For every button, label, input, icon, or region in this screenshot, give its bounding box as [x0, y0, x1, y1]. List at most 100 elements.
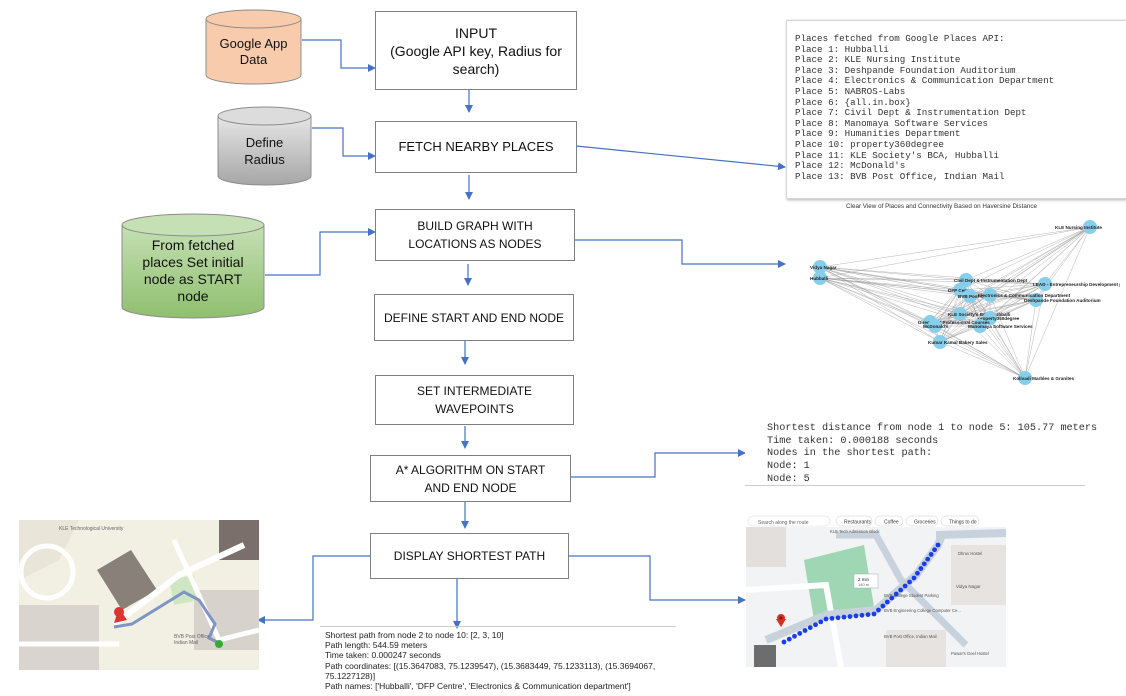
- graph-edge: [819, 277, 931, 323]
- graph-edge: [819, 277, 936, 327]
- graph-node-label: KLE Society's BCA, Hubballi: [948, 312, 1010, 317]
- graph-node-label: BVB Post Office: [958, 294, 994, 299]
- graph-edge: [965, 226, 1091, 281]
- graph-edge: [819, 226, 1091, 279]
- map-label-vidya-nagar: Vidya Nagar: [956, 584, 981, 589]
- route-dot: [781, 639, 787, 645]
- graph-node-label: McDonald's: [923, 324, 949, 329]
- route-dot: [884, 599, 890, 605]
- route-dot: [911, 575, 917, 581]
- build-line-1: BUILD GRAPH WITH: [417, 219, 533, 233]
- right-map-chip-coffee[interactable]: Coffee: [884, 520, 899, 526]
- place-line: Place 2: KLE Nursing Institute: [795, 54, 961, 66]
- route-dot: [797, 630, 803, 636]
- right-map-chip-things[interactable]: Things to do: [949, 520, 977, 526]
- graph-edge: [1044, 226, 1091, 285]
- graph-edge: [929, 289, 961, 323]
- google-app-data-label-1: Google App: [219, 36, 288, 51]
- graph-edge: [1024, 299, 1037, 379]
- arrow-radius-to-fetch: [312, 127, 376, 160]
- arrow-display-to-leftmap: [257, 555, 370, 624]
- right-map-chip-groceries[interactable]: Groceries: [914, 520, 936, 526]
- graph-node-label: Vidya Nagar: [810, 265, 837, 270]
- cylinder-shape: [217, 106, 312, 186]
- route-dot: [859, 612, 865, 618]
- waypoints-line-2: WAVEPOINTS: [435, 402, 514, 416]
- astar-line-2: AND END NODE: [424, 480, 517, 495]
- path-line: Time taken: 0.000247 seconds: [325, 650, 441, 661]
- route-distance: 140 m: [858, 582, 870, 587]
- shortest-line: Shortest distance from node 1 to node 5:…: [767, 423, 1098, 434]
- left-map-label-post-office: BVB Post Office: [174, 634, 210, 640]
- graph-edge: [959, 289, 1026, 379]
- graph-node-label: Deshpande Foundation Auditorium: [1024, 298, 1101, 303]
- define-radius-label-2: Radius: [244, 152, 285, 167]
- place-line: Place 13: BVB Post Office, Indian Mail: [795, 170, 1005, 182]
- graph-edge: [989, 299, 1037, 319]
- arrow-build-to-graph: [574, 239, 786, 268]
- place-line: Place 5: NABROS-Labs: [795, 85, 906, 97]
- graph-edge: [959, 313, 1026, 379]
- route-dot: [841, 614, 847, 620]
- route-dot: [786, 636, 792, 642]
- origin-dot-icon: [779, 616, 783, 620]
- graph-edge: [939, 226, 1091, 343]
- graph-node-label: LEAD - Entrepreneurship Development pro: [1033, 282, 1120, 287]
- graph-node: [813, 260, 827, 274]
- place-line: Place 6: {all.in.box}: [795, 96, 911, 108]
- input-box: INPUT (Google API key, Radius for search…: [375, 11, 577, 90]
- route-dot: [902, 583, 908, 589]
- graph-edge: [819, 266, 967, 281]
- arrow-fetched-to-build: [265, 228, 376, 276]
- graph-node: [928, 319, 942, 333]
- google-app-data-cylinder: Google App Data: [205, 9, 302, 85]
- graph-edge: [934, 295, 971, 327]
- route-time: 2 min: [858, 577, 870, 582]
- right-map: Search along the route Restaurants Coffe…: [746, 515, 1006, 667]
- route-dot: [807, 625, 813, 631]
- define-radius-label-1: Define: [245, 135, 284, 150]
- place-line: Place 9: Humanities Department: [795, 128, 961, 140]
- graph-node-label: property360degree: [978, 316, 1020, 321]
- shortest-distance-panel: Shortest distance from node 1 to node 5:…: [745, 420, 1098, 486]
- graph-edge: [959, 226, 1091, 291]
- graph-edge: [969, 283, 1046, 297]
- graph-edge: [965, 279, 1046, 285]
- graph-edge: [819, 277, 1046, 285]
- graph-edge: [819, 266, 1046, 285]
- route-dot: [853, 613, 859, 619]
- route-dot: [835, 615, 841, 621]
- graph-edge: [819, 277, 971, 297]
- left-map-label-university: KLE Technological University: [59, 526, 124, 532]
- graph-edge: [959, 283, 1046, 291]
- place-line: Place 12: McDonald's: [795, 160, 906, 172]
- arrow-google-to-input: [302, 39, 376, 72]
- right-map-chip-restaurants[interactable]: Restaurants: [844, 520, 871, 526]
- graph-edge: [819, 266, 971, 297]
- graph-node: [963, 289, 977, 303]
- graph-node: [1029, 293, 1043, 307]
- route-dot: [915, 570, 920, 576]
- display-shortest-path-box: DISPLAY SHORTEST PATH: [370, 533, 569, 579]
- graph-edge: [819, 277, 967, 281]
- left-map-label-indian-mail: Indian Mail: [174, 640, 198, 646]
- place-line: Place 4: Electronics & Communication Dep…: [795, 75, 1055, 87]
- graph-node: [1018, 371, 1032, 385]
- map-label-dhruv-hostel: Dhruv Hostel: [958, 551, 982, 556]
- places-output-panel: Places fetched from Google Places API:Pl…: [786, 20, 1126, 199]
- route-dot: [935, 542, 941, 548]
- arrow-fetch-to-places: [575, 145, 786, 171]
- shortest-line: Node: 1: [767, 461, 810, 473]
- define-label: DEFINE START AND END NODE: [383, 310, 565, 325]
- graph-edge: [929, 226, 1091, 323]
- graph-node-label: DFP Centre: [948, 288, 973, 293]
- right-map-search[interactable]: Search along the route: [758, 520, 809, 526]
- waypoints-box: SET INTERMEDIATE WAVEPOINTS: [375, 375, 574, 425]
- graph-node-label: Director of Professional Courses: [918, 320, 990, 325]
- route-path: [781, 542, 941, 645]
- route-dot: [792, 633, 797, 639]
- fetched-label-3: node as START: [143, 271, 243, 287]
- graph-edge: [819, 266, 1026, 379]
- route-dot: [813, 622, 818, 628]
- route-dot: [889, 595, 895, 601]
